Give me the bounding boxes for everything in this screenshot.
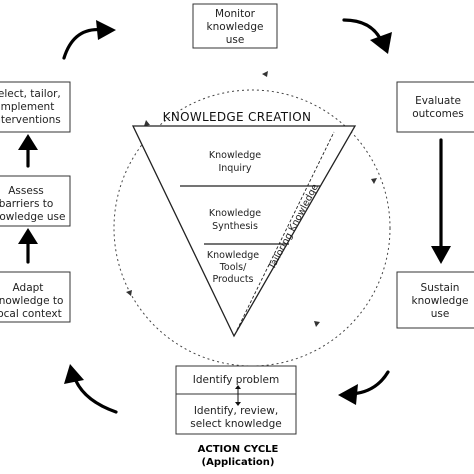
select-box: Select, tailor, implement interventions [0, 81, 71, 133]
adapt-line3: local context [0, 308, 62, 320]
layer-tools-line1: Knowledge [207, 250, 259, 261]
arrowhead-assess-select [18, 134, 38, 150]
assess-line1: Assess [8, 185, 44, 197]
arrowhead-evaluate-sustain [431, 246, 451, 264]
assess-line2: barriers to [0, 198, 53, 210]
identify-review-line2: select knowledge [190, 418, 281, 430]
knowledge-funnel: KNOWLEDGE CREATION Knowledge Inquiry Kno… [131, 110, 357, 338]
arrow-sustain-to-identify [350, 370, 390, 396]
select-line3: interventions [0, 114, 61, 126]
identify-group: Identify problem Identify, review, selec… [175, 365, 297, 435]
caption-action-cycle: ACTION CYCLE [198, 444, 279, 455]
arrowheads [18, 20, 451, 405]
monitor-line2: knowledge [207, 21, 264, 33]
layer-inquiry-line2: Inquiry [218, 163, 251, 174]
funnel-outline [131, 125, 357, 338]
adapt-line2: knowledge to [0, 295, 63, 307]
arrowhead-select-monitor [96, 20, 116, 40]
knowledge-creation-title: KNOWLEDGE CREATION [163, 110, 312, 124]
sustain-line3: use [431, 308, 450, 320]
adapt-box: Adapt knowledge to local context [0, 271, 71, 323]
identify-problem-label: Identify problem [193, 374, 279, 386]
caption-application: (Application) [202, 457, 275, 468]
sustain-line2: knowledge [412, 295, 469, 307]
select-line2: implement [0, 101, 54, 113]
arrowhead-identify-adapt [64, 364, 84, 384]
monitor-box: Monitor knowledge use [192, 3, 278, 49]
circle-arrow-upper-left [144, 120, 150, 126]
adapt-line1: Adapt [13, 282, 44, 294]
monitor-line3: use [226, 34, 245, 46]
circle-arrow-right [371, 178, 377, 184]
circle-arrow-top [262, 71, 268, 77]
sustain-line1: Sustain [421, 282, 460, 294]
evaluate-line2: outcomes [412, 108, 464, 120]
sustain-box: Sustain knowledge use [396, 271, 474, 329]
layer-inquiry-line1: Knowledge [209, 150, 261, 161]
layer-synthesis-line2: Synthesis [212, 221, 258, 232]
arrowhead-monitor-evaluate [370, 32, 392, 54]
arrowhead-adapt-assess [18, 228, 38, 244]
arrow-identify-to-adapt [72, 374, 118, 414]
evaluate-box: Evaluate outcomes [396, 81, 474, 133]
assess-box: Assess barriers to knowledge use [0, 175, 71, 227]
monitor-line1: Monitor [215, 8, 256, 20]
circle-arrow-left [126, 290, 132, 296]
circle-arrow-lower-right [314, 321, 320, 327]
layer-tools-line3: Products [212, 274, 253, 285]
evaluate-line1: Evaluate [415, 95, 461, 107]
select-line1: Select, tailor, [0, 88, 61, 100]
layer-tools-line2: Tools/ [219, 262, 247, 273]
layer-synthesis-line1: Knowledge [209, 208, 261, 219]
tailoring-line [236, 131, 335, 331]
assess-line3: knowledge use [0, 211, 65, 223]
arrowhead-sustain-identify [338, 384, 358, 405]
identify-review-line1: Identify, review, [194, 405, 278, 417]
